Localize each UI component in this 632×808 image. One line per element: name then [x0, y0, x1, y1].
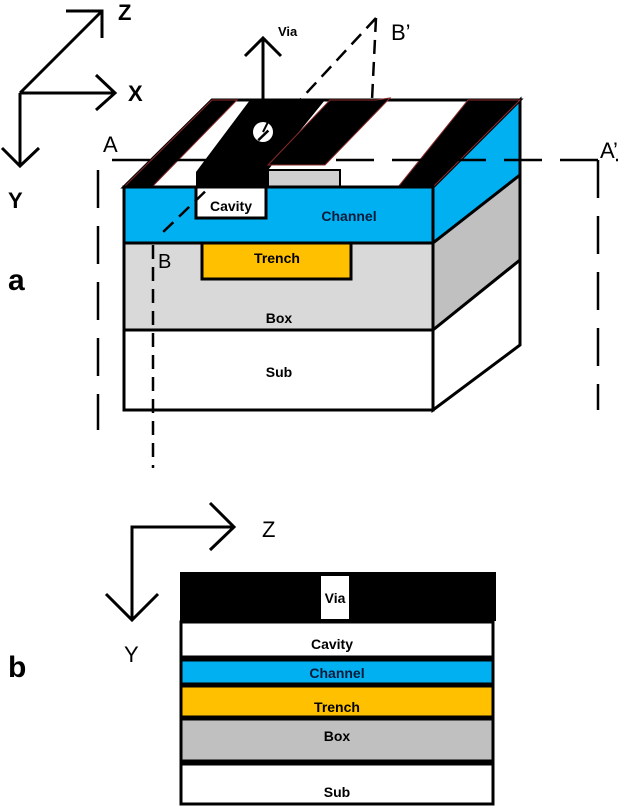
stack-label-trench: Trench — [314, 699, 360, 715]
sub-layer — [179, 762, 495, 806]
section-label-b: B — [158, 251, 171, 273]
cavity-layer — [179, 620, 495, 659]
layer-label-cavity: Cavity — [210, 198, 252, 214]
trench-layer — [179, 684, 495, 719]
sub-layer-front — [122, 328, 435, 412]
layer-label-box: Box — [266, 310, 293, 326]
section-line-bb-top — [299, 17, 378, 101]
via-metal-stripe — [196, 100, 325, 187]
z-axis-line — [18, 9, 104, 95]
stack-label-channel: Channel — [309, 665, 364, 681]
cross-section-stack: Via Cavity Channel Trench Box Sub — [179, 572, 496, 806]
stack-label-via: Via — [325, 590, 346, 606]
via-label: Via — [278, 24, 298, 39]
panel-b: Z Y Via Cavity Channel Trench Box Sub b — [8, 501, 496, 806]
axis-triad-a — [0, 9, 118, 169]
channel-layer — [179, 658, 495, 686]
axis-triad-b — [104, 501, 237, 623]
panel-label-a: a — [8, 264, 25, 297]
y-arrowhead-icon — [0, 146, 41, 169]
section-label-a: A — [103, 132, 118, 157]
axis-label-z-b: Z — [262, 517, 275, 542]
stack-label-sub: Sub — [324, 784, 350, 800]
y-arrowhead-b-icon — [104, 592, 160, 623]
section-label-b-prime: B’ — [391, 20, 411, 45]
panel-label-b: b — [8, 651, 26, 684]
layer-label-sub: Sub — [266, 364, 292, 380]
metal-stripe-middle — [266, 97, 392, 166]
section-line-bb-front — [151, 99, 301, 468]
layer-label-channel: Channel — [321, 208, 376, 224]
via-arrowhead-icon — [243, 35, 283, 58]
panel-a: Z X Y Via B’ — [0, 0, 618, 468]
trench-block — [200, 241, 353, 281]
via-opening — [321, 576, 349, 619]
via-arrow — [243, 35, 283, 102]
box-layer — [179, 717, 495, 763]
z-arrowhead-icon — [66, 9, 104, 38]
cavity-block — [194, 185, 268, 220]
stack-label-box: Box — [324, 728, 351, 744]
axis-label-y-b: Y — [124, 642, 139, 667]
axis-label-y: Y — [8, 188, 23, 213]
axis-label-x: X — [128, 81, 143, 106]
gray-step — [267, 169, 341, 188]
section-line-aa — [96, 158, 618, 430]
x-arrowhead-icon — [94, 73, 118, 112]
z-arrowhead-b-icon — [208, 501, 237, 552]
layer-label-trench: Trench — [254, 250, 300, 266]
stack-label-cavity: Cavity — [311, 636, 353, 652]
section-label-a-prime: A’ — [600, 138, 618, 163]
channel-layer-front — [122, 185, 435, 245]
axis-label-z: Z — [118, 0, 131, 25]
